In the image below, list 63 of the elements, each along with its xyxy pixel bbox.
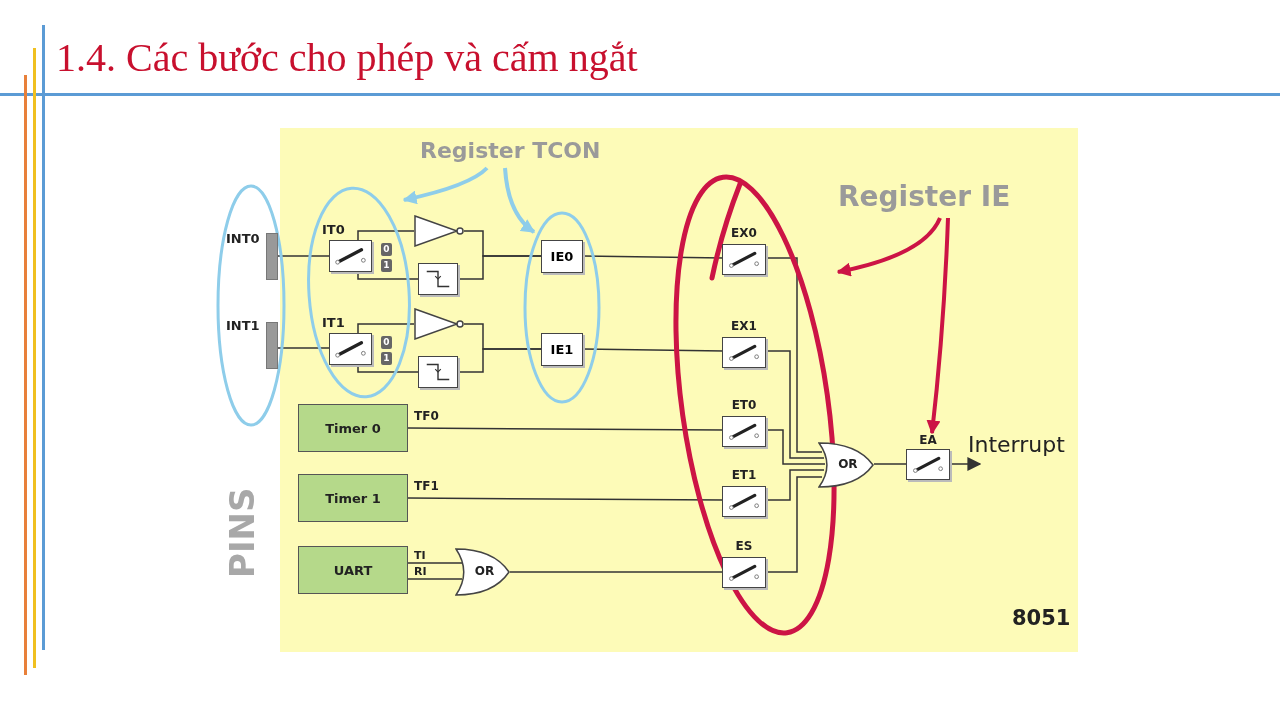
edge-detector-box: [418, 263, 458, 295]
or-gate: [818, 442, 874, 488]
signal-label: RI: [414, 565, 427, 578]
arrow: [949, 457, 982, 471]
switch-label: EX1: [730, 319, 758, 333]
annotation-ellipse: [522, 210, 602, 405]
slide-title: 1.4. Các bước cho phép và cấm ngắt: [56, 34, 638, 81]
switch-label: ES: [734, 539, 754, 553]
pin-label: INT1: [226, 318, 260, 333]
wire: [357, 230, 415, 241]
not-gate-symbol: [414, 215, 464, 247]
wire: [277, 347, 330, 349]
wire: [766, 469, 825, 501]
or-gate: [455, 548, 510, 596]
annotation-arrow: [503, 167, 536, 234]
flag-box: IE1: [541, 333, 583, 366]
peripheral-block: Timer 1: [298, 474, 408, 522]
input-pin: [266, 322, 278, 369]
gate-label: OR: [838, 457, 858, 471]
wire: [766, 350, 825, 459]
output-label: Interrupt: [968, 432, 1065, 457]
wire: [766, 429, 826, 465]
input-pin: [266, 233, 278, 280]
switch-label: EX0: [730, 226, 758, 240]
wire: [457, 348, 542, 373]
not-gate-symbol: [414, 308, 464, 340]
wire: [766, 476, 823, 573]
switch-label: EA: [918, 433, 938, 447]
bit-badge: 1: [381, 352, 392, 365]
annotation-arrow: [926, 217, 950, 435]
wire: [407, 562, 463, 564]
annotation-ellipse: [306, 185, 412, 400]
switch-label: IT1: [322, 315, 345, 330]
bit-badge: 0: [381, 336, 392, 349]
switch-label: ET1: [730, 468, 758, 482]
switch-label: ET0: [730, 398, 758, 412]
pin-label: INT0: [226, 231, 260, 246]
signal-label: TI: [414, 549, 426, 562]
annotation-label: Register IE: [838, 180, 1011, 213]
gate-label: OR: [474, 564, 495, 578]
wire: [873, 463, 907, 465]
annotation-ellipse: [215, 183, 287, 428]
chip-label: 8051: [1012, 606, 1071, 630]
wire: [357, 364, 419, 373]
section-label: PINS: [222, 487, 262, 578]
wire: [277, 255, 330, 257]
wire: [357, 323, 415, 334]
peripheral-block: Timer 0: [298, 404, 408, 452]
bit-badge: 0: [381, 243, 392, 256]
edge-detector-box: [418, 356, 458, 388]
wire: [407, 578, 463, 580]
switch-label: IT0: [322, 222, 345, 237]
annotation-arrow: [402, 166, 489, 205]
annotation-label: Register TCON: [420, 138, 601, 163]
signal-label: TF0: [414, 410, 439, 423]
signal-label: TF1: [414, 480, 439, 493]
wire: [457, 255, 542, 280]
flag-box: IE0: [541, 240, 583, 273]
wire: [766, 257, 823, 453]
wire: [357, 271, 419, 280]
annotation-arrow: [836, 217, 942, 277]
peripheral-block: UART: [298, 546, 408, 594]
bit-badge: 1: [381, 259, 392, 272]
